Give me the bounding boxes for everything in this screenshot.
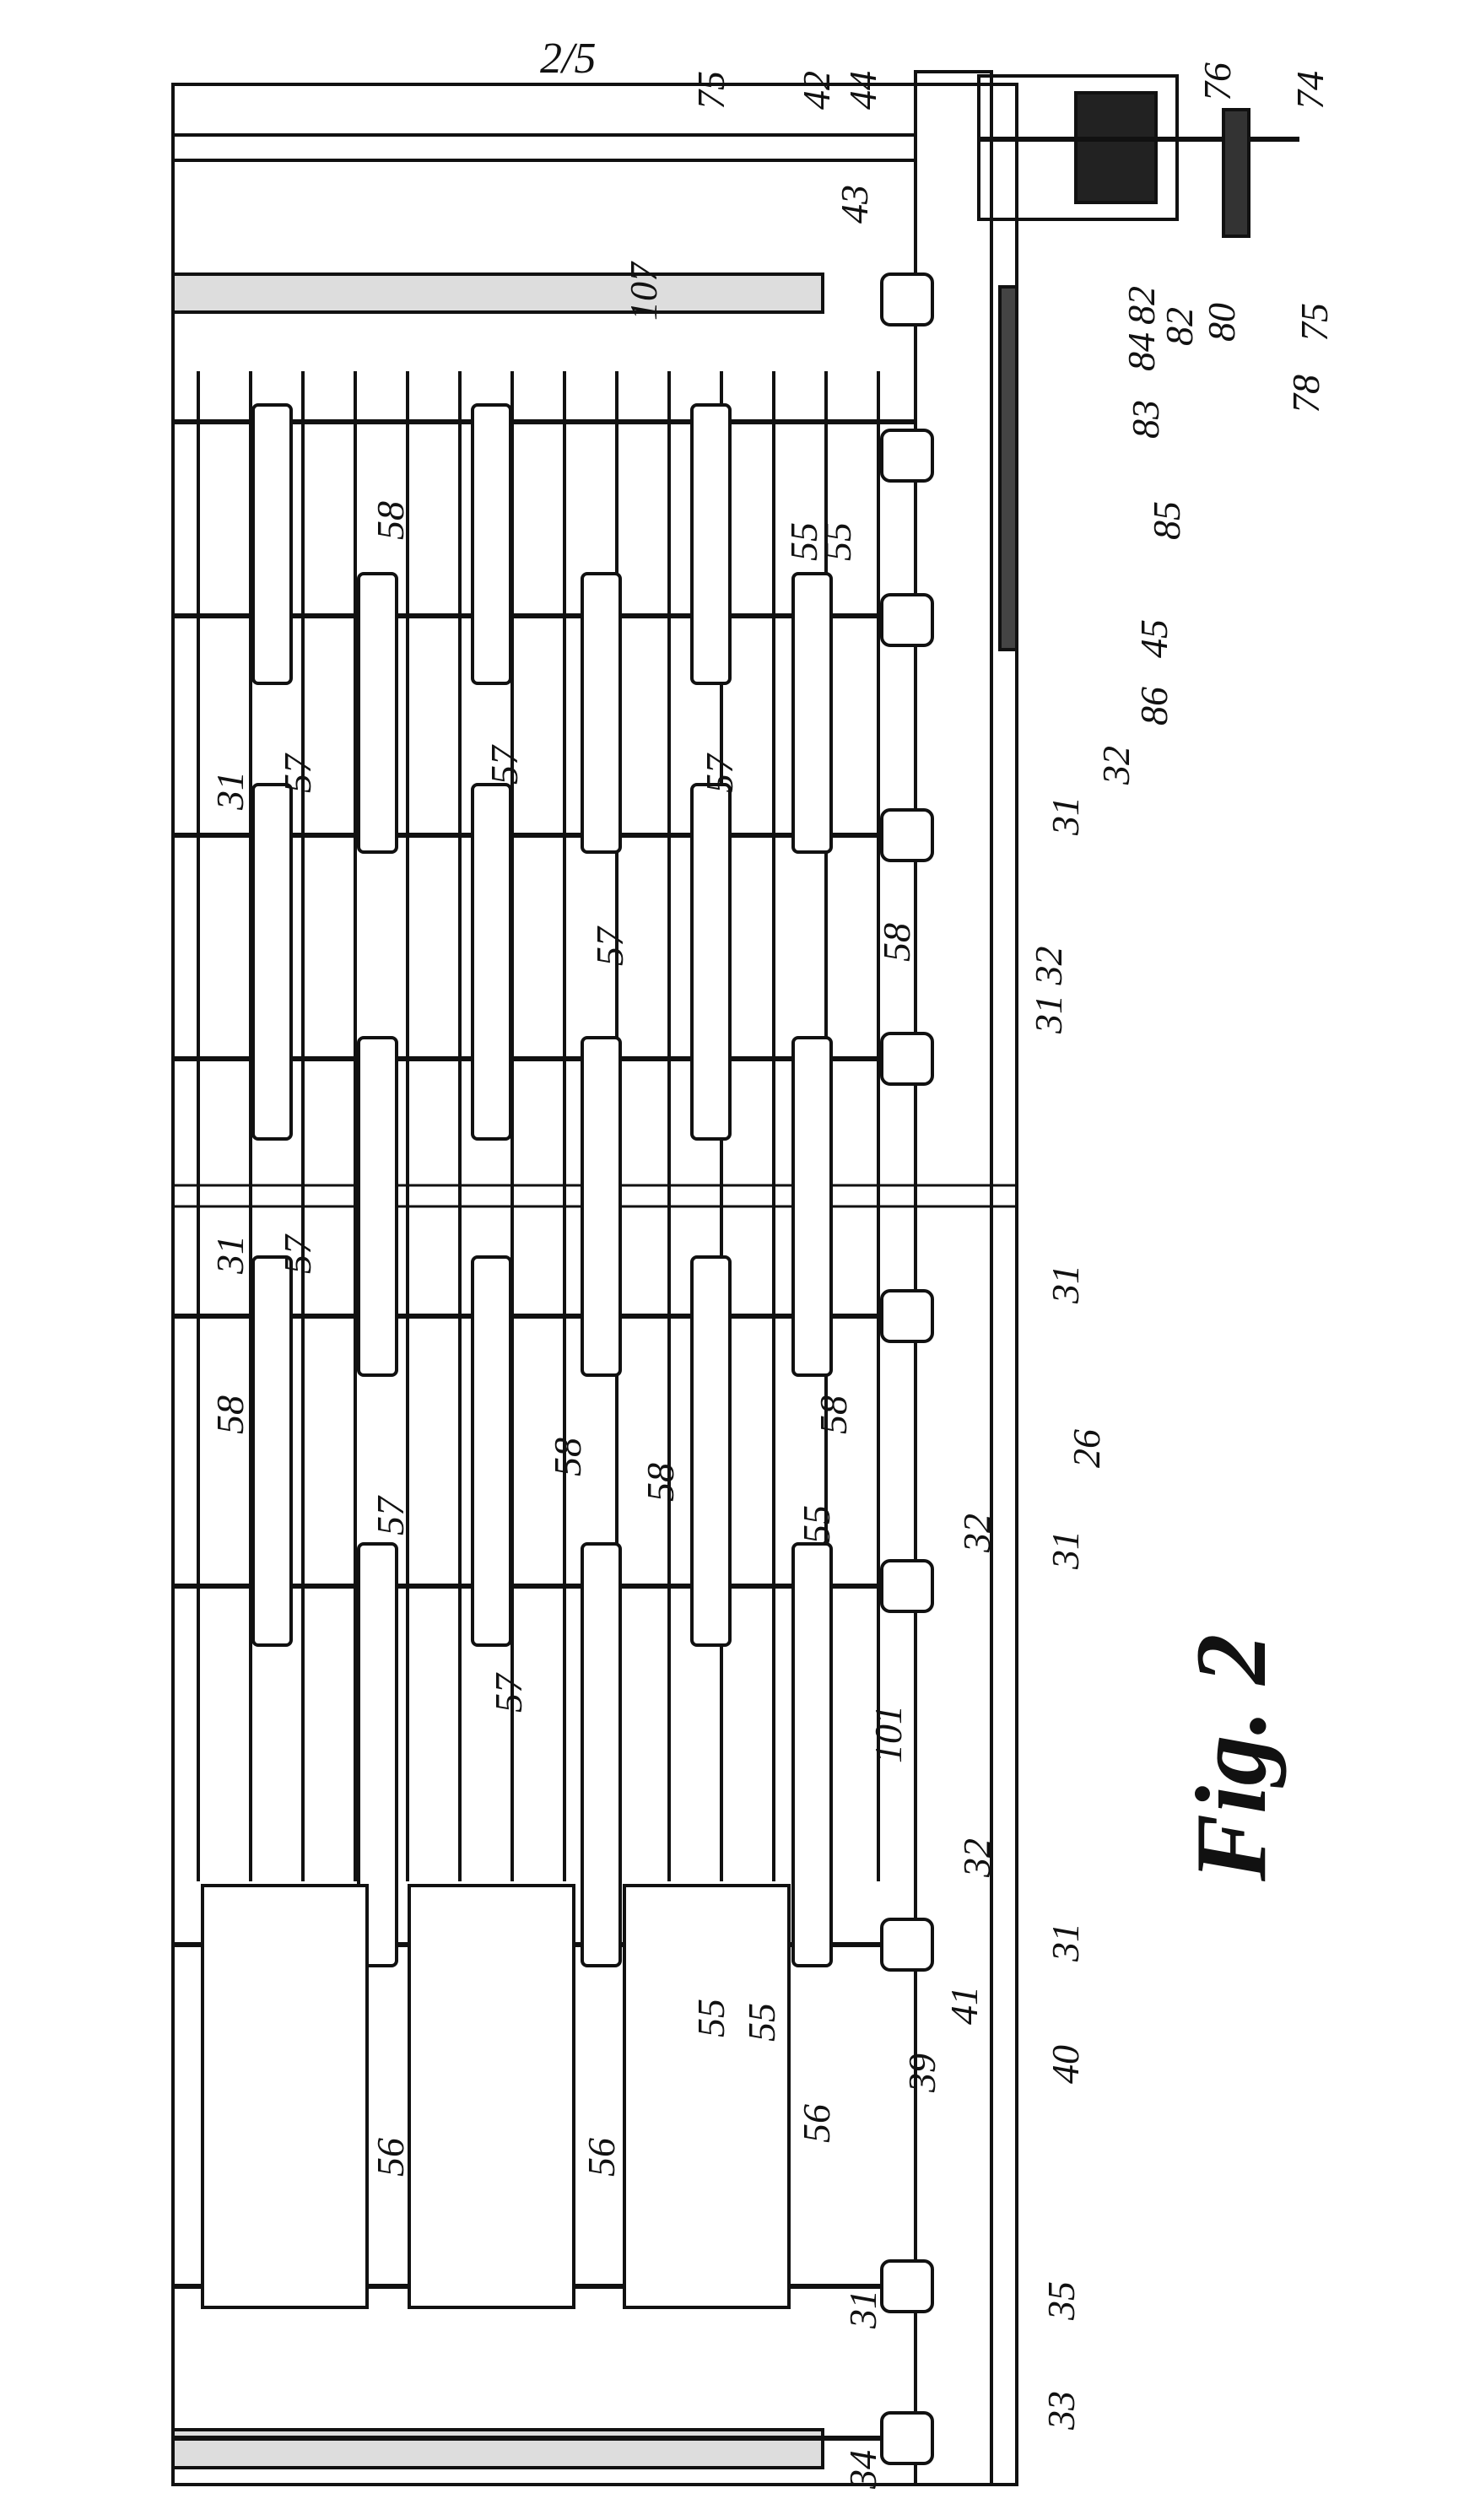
ref-84: 84 — [1122, 332, 1161, 371]
ref-86: 86 — [1135, 687, 1174, 726]
ref-55-e: 55 — [743, 2003, 781, 2042]
article-box — [692, 1257, 730, 1645]
ref-39: 39 — [903, 2053, 942, 2092]
ref-32-b: 32 — [958, 1514, 997, 1552]
ref-57-d: 57 — [591, 927, 629, 966]
ref-42: 42 — [797, 71, 836, 110]
article-box — [582, 1544, 620, 1966]
article-box — [582, 574, 620, 852]
package-56-a — [203, 1886, 367, 2307]
article-box — [253, 405, 291, 683]
ref-57-g: 57 — [489, 1674, 528, 1713]
ref-31-e: 31 — [1046, 1530, 1085, 1569]
sprocket-74 — [1223, 110, 1249, 236]
ref-31-b: 31 — [1046, 796, 1085, 835]
ref-34: 34 — [844, 2450, 883, 2489]
ref-56-b: 56 — [582, 2138, 621, 2177]
ref-45: 45 — [1135, 619, 1174, 658]
article-box — [692, 785, 730, 1139]
article-box — [253, 785, 291, 1139]
article-box — [473, 1257, 510, 1645]
ref-26: 26 — [1067, 1429, 1106, 1468]
ref-56-c: 56 — [797, 2104, 836, 2143]
bearing-32 — [882, 1919, 932, 1970]
ref-35: 35 — [1042, 2281, 1081, 2320]
package-56-b — [409, 1886, 574, 2307]
article-box — [359, 1038, 397, 1375]
ref-32-a: 32 — [1097, 746, 1136, 785]
ref-31-a: 31 — [211, 771, 250, 810]
chain-85 — [1000, 287, 1017, 650]
article-box — [253, 1257, 291, 1645]
ref-57-c: 57 — [700, 754, 739, 793]
ref-75-b: 75 — [1295, 303, 1334, 342]
bearing-32 — [882, 810, 932, 861]
article-box — [359, 574, 397, 852]
ref-58-b: 58 — [878, 923, 916, 962]
article-box — [793, 1544, 831, 1966]
ref-32-c: 32 — [958, 1838, 997, 1877]
article-box — [793, 1038, 831, 1375]
package-56-c — [624, 1886, 789, 2307]
ref-58-f: 58 — [814, 1395, 853, 1434]
bearing-32 — [882, 2413, 932, 2463]
bearing-32 — [882, 1561, 932, 1611]
motor — [1076, 93, 1156, 202]
bearing-32 — [882, 2261, 932, 2312]
ref-107: 107 — [624, 262, 663, 321]
ref-75: 75 — [692, 71, 731, 110]
ref-82-b: 82 — [1160, 307, 1199, 346]
ref-31-f: 31 — [1046, 1923, 1085, 1961]
ref-41: 41 — [945, 1986, 984, 2025]
article-box — [793, 574, 831, 852]
ref-80: 80 — [1202, 303, 1241, 342]
roller-34 — [173, 2430, 823, 2468]
ref-57-b: 57 — [485, 746, 524, 785]
ref-56-a: 56 — [371, 2138, 410, 2177]
ref-55-b: 55 — [818, 522, 857, 561]
figure-title: Fig. 2 — [1173, 1634, 1289, 1881]
ref-58-a: 58 — [371, 501, 410, 540]
sheet-number: 2/5 — [540, 34, 596, 84]
bearing-32 — [882, 430, 932, 481]
ref-76: 76 — [1198, 62, 1237, 101]
roller-107 — [173, 274, 823, 312]
ref-101: 101 — [869, 1705, 908, 1763]
ref-58-d: 58 — [548, 1438, 587, 1476]
article-box — [692, 405, 730, 683]
ref-55-c: 55 — [797, 1505, 836, 1544]
bearing-32 — [882, 1291, 932, 1341]
ref-78: 78 — [1287, 375, 1326, 413]
ref-43: 43 — [835, 185, 874, 224]
roller-75 — [173, 135, 916, 160]
ref-58-e: 58 — [641, 1463, 680, 1502]
bearing-32 — [882, 274, 932, 325]
article-box — [582, 1038, 620, 1375]
ref-31-c: 31 — [211, 1235, 250, 1274]
bearing-32 — [882, 595, 932, 645]
ref-74: 74 — [1291, 71, 1330, 110]
ref-33: 33 — [1042, 2391, 1081, 2430]
ref-85: 85 — [1148, 501, 1186, 540]
ref-57-a: 57 — [278, 754, 317, 793]
ref-57-f: 57 — [371, 1497, 410, 1535]
ref-55-d: 55 — [692, 1999, 731, 2037]
ref-40: 40 — [1046, 2045, 1085, 2084]
article-box — [473, 405, 510, 683]
ref-31-g: 31 — [844, 2290, 883, 2328]
article-box — [473, 785, 510, 1139]
ref-83: 83 — [1126, 400, 1165, 439]
ref-57-e: 57 — [278, 1235, 317, 1274]
bearing-32 — [882, 1033, 932, 1084]
ref-58-c: 58 — [211, 1395, 250, 1434]
ref-44: 44 — [844, 71, 883, 110]
ref-31-32: 31 32 — [1029, 947, 1068, 1034]
ref-82-a: 82 — [1122, 286, 1161, 325]
ref-31-d: 31 — [1046, 1265, 1085, 1303]
